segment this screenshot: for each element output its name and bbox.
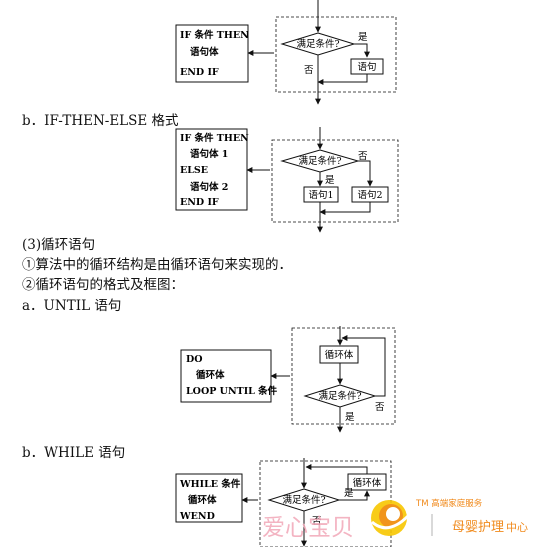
if-then-code-line: 语句体 [190,46,219,58]
until-body: 循环体 [325,349,354,361]
loop-section-title: (3)循环语句 [22,237,96,253]
while-body: 循环体 [353,477,382,489]
while-condition: 满足条件? [282,494,325,506]
watermark-service-text: 母婴护理 [452,520,504,535]
if-then-else-flowchart: 满足条件? 否 是 语句1 语句2 [271,127,399,233]
sun-logo-icon [371,500,410,536]
if-then-else-statement1-box [303,186,339,203]
until-heading: a．UNTIL 语句 [22,298,122,314]
watermark-tm-text: TM 高端家庭服务 [415,498,483,509]
if-then-else-heading: b．IF-THEN-ELSE 格式 [22,113,179,129]
if-then-else-code-line: END IF [180,197,219,208]
while-code-box: WHILE 条件 循环体 WEND [175,473,243,523]
if-then-yes-label: 是 [358,32,368,43]
if-then-else-code-box: IF 条件 THEN 语句体 1 ELSE 语句体 2 END IF [175,128,249,211]
until-code-line: LOOP UNTIL 条件 [186,385,278,397]
if-then-else-no-label: 否 [358,151,368,162]
if-then-else-condition: 满足条件? [298,155,341,167]
if-then-else-code-line: 语句体 2 [190,181,228,193]
if-then-else-code-line: 语句体 1 [190,148,228,160]
if-then-else-yes-label: 是 [325,175,335,186]
if-then-else-code-line: ELSE [180,165,208,176]
watermark-service-suffix: 中心 [506,521,528,534]
while-code-line: WEND [179,511,215,522]
until-no-label: 否 [375,402,385,413]
until-code-line: 循环体 [196,369,225,381]
until-code-box: DO 循环体 LOOP UNTIL 条件 [180,349,278,403]
loop-point-1: ①算法中的循环结构是由循环语句来实现的． [22,257,292,273]
until-flowchart: 循环体 满足条件? 否 是 [291,326,396,433]
while-heading: b．WHILE 语句 [22,445,126,461]
while-no-label: 否 [312,516,322,527]
until-yes-label: 是 [345,412,355,423]
loop-point-2: ②循环语句的格式及框图： [22,277,184,293]
if-then-else-statement2: 语句2 [357,189,382,201]
until-code-line: DO [186,354,203,365]
if-then-code-box: IF 条件 THEN 语句体 END IF [175,24,249,83]
watermark: 爱心宝贝 TM 高端家庭服务 母婴护理 中心 [262,498,528,541]
if-then-else-statement1: 语句1 [308,189,333,201]
if-then-no-label: 否 [304,65,314,76]
while-code-line: 循环体 [188,494,217,506]
if-then-else-code-line: IF 条件 THEN [180,132,249,144]
watermark-brand-text: 爱心宝贝 [262,515,354,541]
if-then-code-line: END IF [180,67,219,78]
if-then-flowchart: 满足条件? 是 语句 否 [275,0,397,105]
if-then-condition: 满足条件? [296,38,339,50]
while-flowchart: 满足条件? 循环体 否 是 [259,458,392,547]
until-condition: 满足条件? [318,390,361,402]
if-then-code-line: IF 条件 THEN [180,29,249,41]
while-code-line: WHILE 条件 [179,478,241,490]
while-yes-label: 是 [344,488,354,499]
if-then-statement: 语句 [357,61,376,73]
until-body-box [319,345,359,364]
